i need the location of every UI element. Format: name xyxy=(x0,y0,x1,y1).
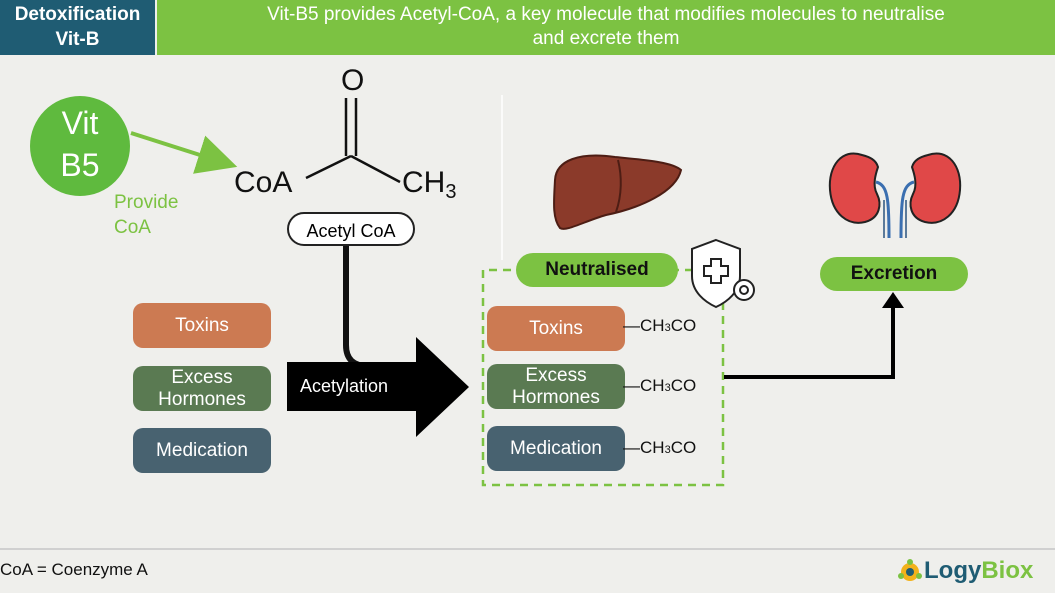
group-post-3: CO xyxy=(670,438,697,457)
hormones-left-line2: Hormones xyxy=(158,388,246,410)
provide-line1: Provide xyxy=(114,192,179,213)
shield-cross-icon xyxy=(691,238,755,309)
group-pre-1: —CH xyxy=(623,316,665,335)
acetylation-label: Acetylation xyxy=(300,376,389,396)
vitamin-line2: B5 xyxy=(60,147,100,183)
acetyl-bonds xyxy=(305,98,401,184)
methyl-group-label: CH3 xyxy=(402,166,456,204)
vitamin-line1: Vit xyxy=(61,105,99,141)
methyl-subscript: 3 xyxy=(445,181,457,203)
acetyl-coa-label: Acetyl CoA xyxy=(287,212,415,246)
acetyl-group-toxins: —CH3CO xyxy=(623,316,696,336)
acetyl-group-medication: —CH3CO xyxy=(623,438,696,458)
header-category-line1: Detoxification xyxy=(14,4,141,25)
group-pre-3: —CH xyxy=(623,438,665,457)
acetyl-group-hormones: —CH3CO xyxy=(623,376,696,396)
header-category: Detoxification Vit-B xyxy=(0,0,155,55)
group-post-2: CO xyxy=(670,376,697,395)
provide-arrow xyxy=(130,131,238,174)
header-title: Vit-B5 provides Acetyl-CoA, a key molecu… xyxy=(157,0,1055,55)
hormones-right-line1: Excess xyxy=(525,364,587,386)
liver-icon xyxy=(553,154,683,230)
methyl-main: CH xyxy=(402,166,446,199)
hormones-left-line1: Excess xyxy=(171,366,233,388)
group-pre-2: —CH xyxy=(623,376,665,395)
group-sub-3: 3 xyxy=(664,444,671,456)
excretion-arrow xyxy=(724,305,895,379)
neutralised-label: Neutralised xyxy=(516,253,678,287)
header-title-line2: and excrete them xyxy=(532,28,680,49)
medication-pill-left: Medication xyxy=(133,428,271,473)
acetylation-arrow xyxy=(287,337,469,437)
header-title-line1: Vit-B5 provides Acetyl-CoA, a key molecu… xyxy=(267,4,945,25)
group-post-1: CO xyxy=(670,316,697,335)
toxins-pill-left: Toxins xyxy=(133,303,271,348)
provide-line2: CoA xyxy=(114,217,151,238)
footnote: CoA = Coenzyme A xyxy=(0,560,148,579)
vitamin-b5-badge: Vit B5 xyxy=(30,96,130,196)
group-sub-1: 3 xyxy=(664,322,671,334)
acetyl-connector xyxy=(343,246,372,369)
excretion-arrowhead xyxy=(882,292,904,308)
header-category-line2: Vit-B xyxy=(55,29,100,50)
hormones-pill-right: Excess Hormones xyxy=(487,364,625,409)
kidneys-icon xyxy=(828,152,962,239)
group-sub-2: 3 xyxy=(664,382,671,394)
logo-part2: Biox xyxy=(981,557,1034,584)
hormones-pill-left: Excess Hormones xyxy=(133,366,271,411)
provide-coa-label: Provide CoA xyxy=(114,190,178,240)
hormones-right-line2: Hormones xyxy=(512,386,600,408)
toxins-pill-right: Toxins xyxy=(487,306,625,351)
logo-part1: Logy xyxy=(924,557,982,584)
oxygen-atom: O xyxy=(341,64,365,97)
footer-divider xyxy=(0,548,1055,550)
excretion-label: Excretion xyxy=(820,257,968,291)
logybiox-logo: LogyBiox xyxy=(924,557,1033,585)
logybiox-logo-icon xyxy=(898,559,922,581)
medication-pill-right: Medication xyxy=(487,426,625,471)
coa-atom-label: CoA xyxy=(234,166,293,199)
